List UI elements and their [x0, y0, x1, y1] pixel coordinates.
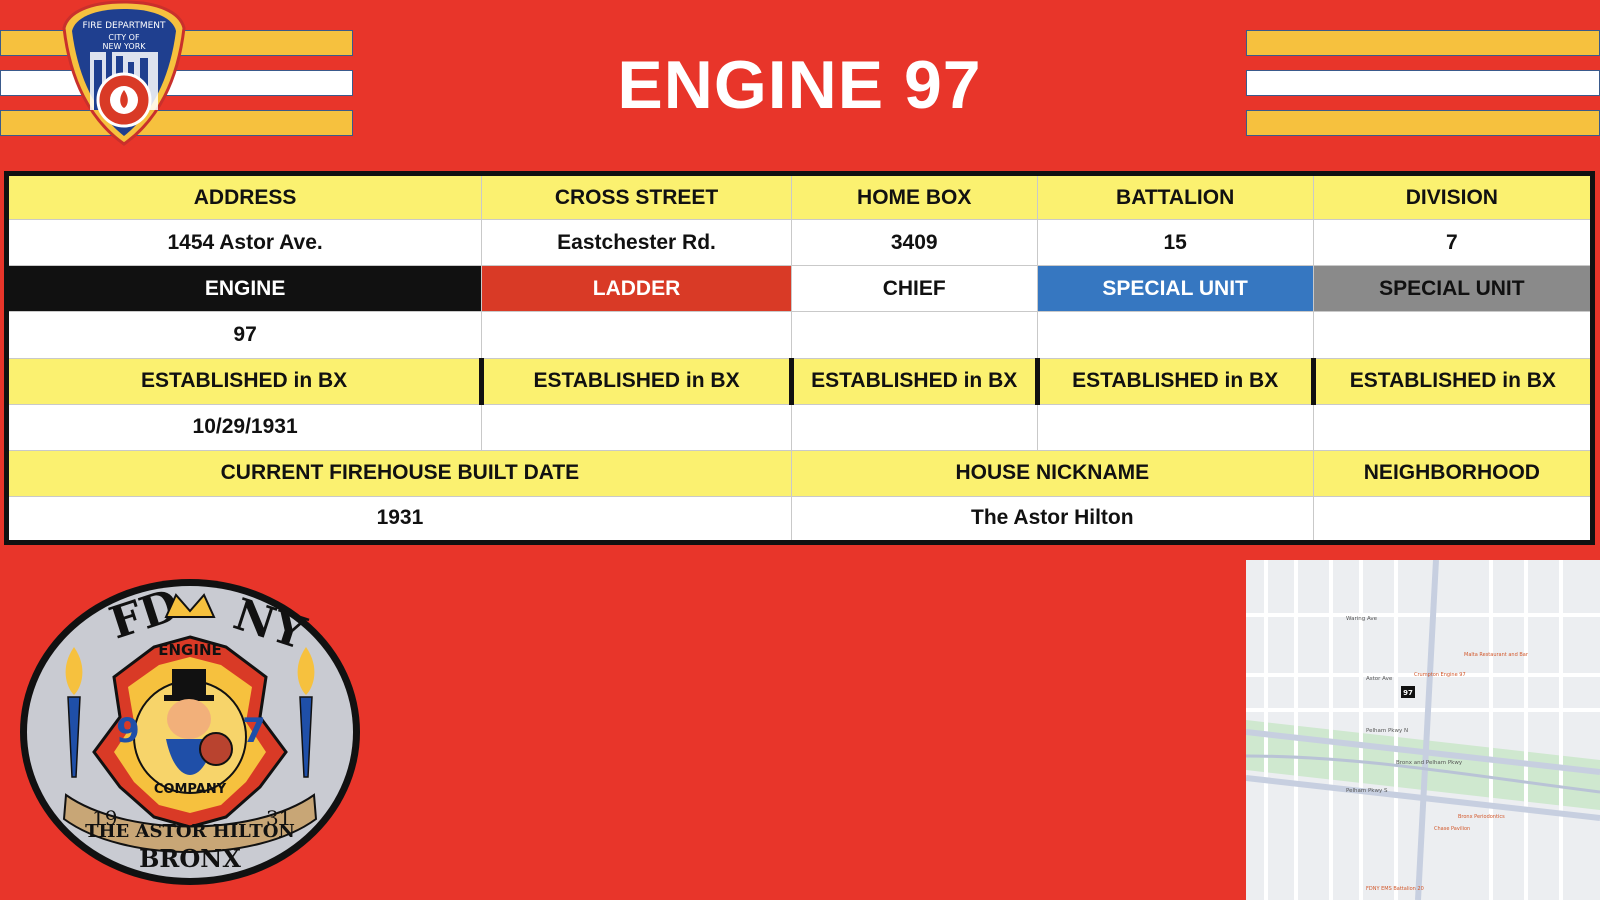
neighborhood-header: NEIGHBORHOOD: [1312, 449, 1594, 497]
established-header: ESTABLISHED in BX: [1034, 357, 1314, 405]
crown-icon: [164, 593, 216, 618]
special-unit-header-2: SPECIAL UNIT: [1312, 265, 1594, 313]
table-row: 1454 Astor Ave. Eastchester Rd. 3409 15 …: [5, 219, 1594, 267]
established-value: 10/29/1931: [5, 403, 483, 451]
established-header: ESTABLISHED in BX: [5, 357, 483, 405]
location-map[interactable]: Waring Ave Astor Ave Pelham Pkwy N Pelha…: [1246, 560, 1600, 900]
established-value: [481, 403, 792, 451]
chief-value: [790, 311, 1038, 359]
right-stripes: [1246, 30, 1600, 136]
special-unit-value-1: [1036, 311, 1314, 359]
patch-number-right: 7: [242, 711, 266, 751]
table-row: 97: [5, 311, 1594, 359]
established-header: ESTABLISHED in BX: [1310, 357, 1594, 405]
map-marker-97[interactable]: 97: [1401, 686, 1415, 698]
engine-value: 97: [5, 311, 483, 359]
header-banner: ENGINE 97 FIRE DEPARTMENT CITY OF NEW YO…: [0, 0, 1600, 160]
svg-text:97: 97: [1403, 689, 1413, 697]
torch-icon: [65, 647, 83, 778]
established-value: [1036, 403, 1314, 451]
established-value: [790, 403, 1038, 451]
ladder-header: LADDER: [481, 265, 792, 313]
table-row: ENGINE LADDER CHIEF SPECIAL UNIT SPECIAL…: [5, 265, 1594, 313]
established-header: ESTABLISHED in BX: [788, 357, 1038, 405]
map-poi-label[interactable]: Crumpton Engine 97: [1414, 672, 1466, 678]
home-box-header: HOME BOX: [790, 172, 1038, 221]
map-poi-label[interactable]: Malta Restaurant and Bar: [1464, 652, 1529, 658]
firehouse-info-table: ADDRESS CROSS STREET HOME BOX BATTALION …: [4, 171, 1595, 545]
map-street-label: Pelham Pkwy S: [1346, 788, 1388, 794]
established-header: ESTABLISHED in BX: [479, 357, 792, 405]
table-row: ESTABLISHED in BX ESTABLISHED in BX ESTA…: [5, 357, 1594, 405]
table-row: CURRENT FIREHOUSE BUILT DATE HOUSE NICKN…: [6, 449, 1594, 497]
division-value: 7: [1312, 219, 1594, 267]
svg-text:NEW YORK: NEW YORK: [102, 42, 146, 51]
map-street-label: Bronx and Pelham Pkwy: [1396, 760, 1463, 766]
patch-number-left: 9: [116, 711, 140, 751]
engine-header: ENGINE: [5, 265, 483, 313]
built-date-header: CURRENT FIREHOUSE BUILT DATE: [6, 449, 792, 497]
map-street-label: Pelham Pkwy N: [1366, 728, 1408, 734]
mascot-illustration: [164, 669, 233, 775]
patch-engine-text: ENGINE: [158, 641, 222, 659]
house-nickname-value: The Astor Hilton: [790, 495, 1314, 544]
svg-text:CITY OF: CITY OF: [108, 33, 140, 42]
home-box-value: 3409: [790, 219, 1038, 267]
patch-company-text: COMPANY: [154, 782, 227, 797]
special-unit-value-2: [1312, 311, 1594, 359]
table-row: 10/29/1931: [5, 403, 1594, 451]
patch-borough-text: BRONX: [139, 844, 241, 873]
fdny-badge-logo: FIRE DEPARTMENT CITY OF NEW YORK: [62, 0, 186, 146]
map-street-label: Waring Ave: [1346, 616, 1378, 622]
table-row: 1931 The Astor Hilton: [6, 495, 1594, 544]
patch-year-right: 31: [266, 806, 291, 830]
address-header: ADDRESS: [5, 172, 483, 221]
engine-97-company-patch: FD NY ENGINE 9 7 COMPANY 19 31 THE ASTOR…: [20, 579, 360, 885]
address-value: 1454 Astor Ave.: [5, 219, 483, 267]
special-unit-header-1: SPECIAL UNIT: [1036, 265, 1314, 313]
page-title: ENGINE 97: [617, 47, 982, 123]
chief-header: CHIEF: [790, 265, 1038, 313]
patch-nickname-text: THE ASTOR HILTON: [85, 821, 295, 842]
established-value: [1312, 403, 1594, 451]
map-poi-label[interactable]: FDNY EMS Battalion 20: [1366, 886, 1424, 892]
house-nickname-header: HOUSE NICKNAME: [790, 449, 1314, 497]
table-row: ADDRESS CROSS STREET HOME BOX BATTALION …: [5, 172, 1594, 221]
map-poi-label[interactable]: Chase Pavilion: [1434, 826, 1470, 832]
torch-icon: [297, 647, 315, 778]
patch-year-left: 19: [92, 806, 117, 830]
battalion-header: BATTALION: [1036, 172, 1314, 221]
patch-banner: [62, 793, 318, 853]
division-header: DIVISION: [1312, 172, 1594, 221]
map-street-label: Astor Ave: [1366, 676, 1393, 682]
cross-street-header: CROSS STREET: [481, 172, 792, 221]
badge-text: FIRE DEPARTMENT: [82, 21, 166, 31]
ladder-value: [481, 311, 792, 359]
cross-street-value: Eastchester Rd.: [481, 219, 792, 267]
map-poi-label[interactable]: Bronx Periodontics: [1458, 814, 1505, 820]
battalion-value: 15: [1036, 219, 1314, 267]
built-date-value: 1931: [6, 495, 792, 544]
neighborhood-value: [1312, 495, 1594, 544]
